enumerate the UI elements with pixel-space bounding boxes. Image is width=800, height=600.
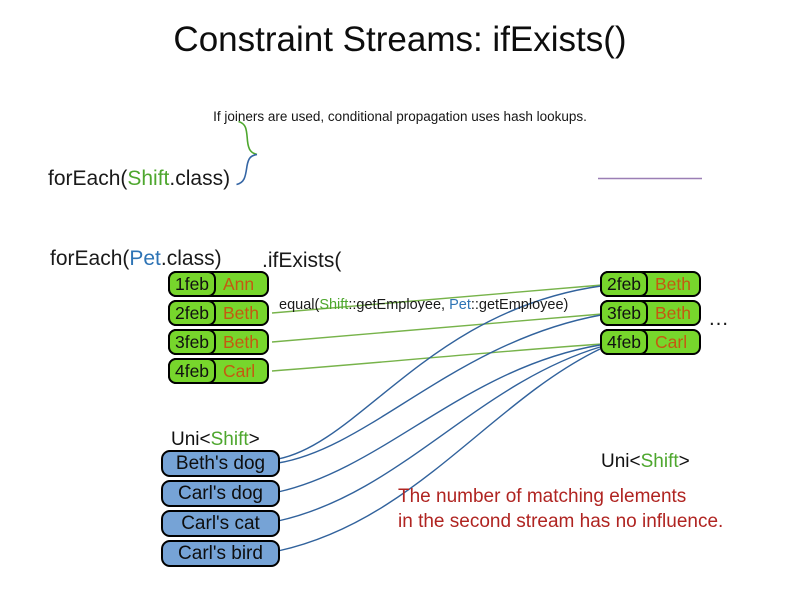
shift-type-token: Shift bbox=[127, 167, 170, 190]
green-shift-links bbox=[271, 284, 603, 372]
shift-type-token: Shift bbox=[319, 297, 349, 313]
shift-date: 3feb bbox=[600, 300, 648, 326]
shift-employee: Ann bbox=[223, 274, 255, 294]
pet-table: Beth's dog Carl's dog Carl's cat Carl's … bbox=[161, 450, 280, 570]
shift-employee: Beth bbox=[223, 303, 259, 323]
shift-date: 1feb bbox=[168, 271, 216, 297]
shift-row: 4feb Carl bbox=[600, 329, 701, 355]
label-text: > bbox=[248, 429, 260, 450]
note-text: The number of matching elements in the s… bbox=[398, 484, 723, 534]
code-text: .class) bbox=[160, 247, 222, 270]
page-subtitle: If joiners are used, conditional propaga… bbox=[213, 109, 587, 124]
code-ifexists: .ifExists( bbox=[262, 249, 342, 272]
code-foreach-pet: forEach(Pet.class) bbox=[50, 247, 800, 271]
shift-type-token: Shift bbox=[210, 429, 249, 450]
right-shift-table: 2feb Beth 3feb Beth 4feb Carl bbox=[600, 271, 701, 358]
code-text: .class) bbox=[169, 167, 231, 190]
shift-employee: Carl bbox=[223, 361, 256, 381]
right-shift-stream-label: Uni<Shift> bbox=[601, 451, 800, 473]
shift-employee: Carl bbox=[655, 332, 688, 352]
shift-date: 4feb bbox=[168, 358, 216, 384]
note-line-1: The number of matching elements bbox=[398, 486, 687, 507]
shift-row: 2feb Beth bbox=[168, 300, 269, 326]
shift-row: 2feb Beth bbox=[600, 271, 701, 297]
code-text: forEach( bbox=[48, 167, 128, 190]
code-ellipsis: … bbox=[708, 307, 729, 330]
code-text: ::getEmployee) bbox=[470, 297, 569, 313]
pet-row: Carl's dog bbox=[161, 480, 280, 507]
shift-date: 3feb bbox=[168, 329, 216, 355]
code-equal-joiner: equal(Shift::getEmployee, Pet::getEmploy… bbox=[279, 297, 800, 313]
code-text: equal( bbox=[279, 297, 320, 313]
code-foreach-shift: forEach(Shift.class) bbox=[48, 167, 800, 191]
shift-date: 2feb bbox=[600, 271, 648, 297]
code-close-paren: ) bbox=[257, 358, 800, 382]
pet-type-token: Pet bbox=[449, 297, 471, 313]
label-text: Uni< bbox=[171, 429, 211, 450]
left-shift-stream-label: Uni<Shift> bbox=[171, 429, 800, 451]
pet-row: Carl's cat bbox=[161, 510, 280, 537]
label-text: Uni< bbox=[601, 451, 641, 472]
pet-row: Beth's dog bbox=[161, 450, 280, 477]
page-title: Constraint Streams: ifExists() bbox=[173, 20, 627, 59]
code-text: forEach( bbox=[50, 247, 130, 270]
shift-row: 3feb Beth bbox=[168, 329, 269, 355]
left-shift-table: 1feb Ann 2feb Beth 3feb Beth 4feb Carl bbox=[168, 271, 269, 387]
shift-row: 3feb Beth bbox=[600, 300, 701, 326]
shift-date: 4feb bbox=[600, 329, 648, 355]
code-text: ::getEmployee, bbox=[348, 297, 450, 313]
shift-row: 1feb Ann bbox=[168, 271, 269, 297]
shift-employee: Beth bbox=[655, 274, 691, 294]
note-line-2: in the second stream has no influence. bbox=[398, 511, 724, 532]
blue-pet-links bbox=[277, 285, 602, 552]
shift-date: 2feb bbox=[168, 300, 216, 326]
shift-type-token: Shift bbox=[640, 451, 679, 472]
shift-employee: Beth bbox=[655, 303, 691, 323]
pet-type-token: Pet bbox=[129, 247, 161, 270]
brace-icon bbox=[236, 120, 258, 186]
label-text: > bbox=[678, 451, 690, 472]
shift-employee: Beth bbox=[223, 332, 259, 352]
pet-row: Carl's bird bbox=[161, 540, 280, 567]
shift-row: 4feb Carl bbox=[168, 358, 269, 384]
